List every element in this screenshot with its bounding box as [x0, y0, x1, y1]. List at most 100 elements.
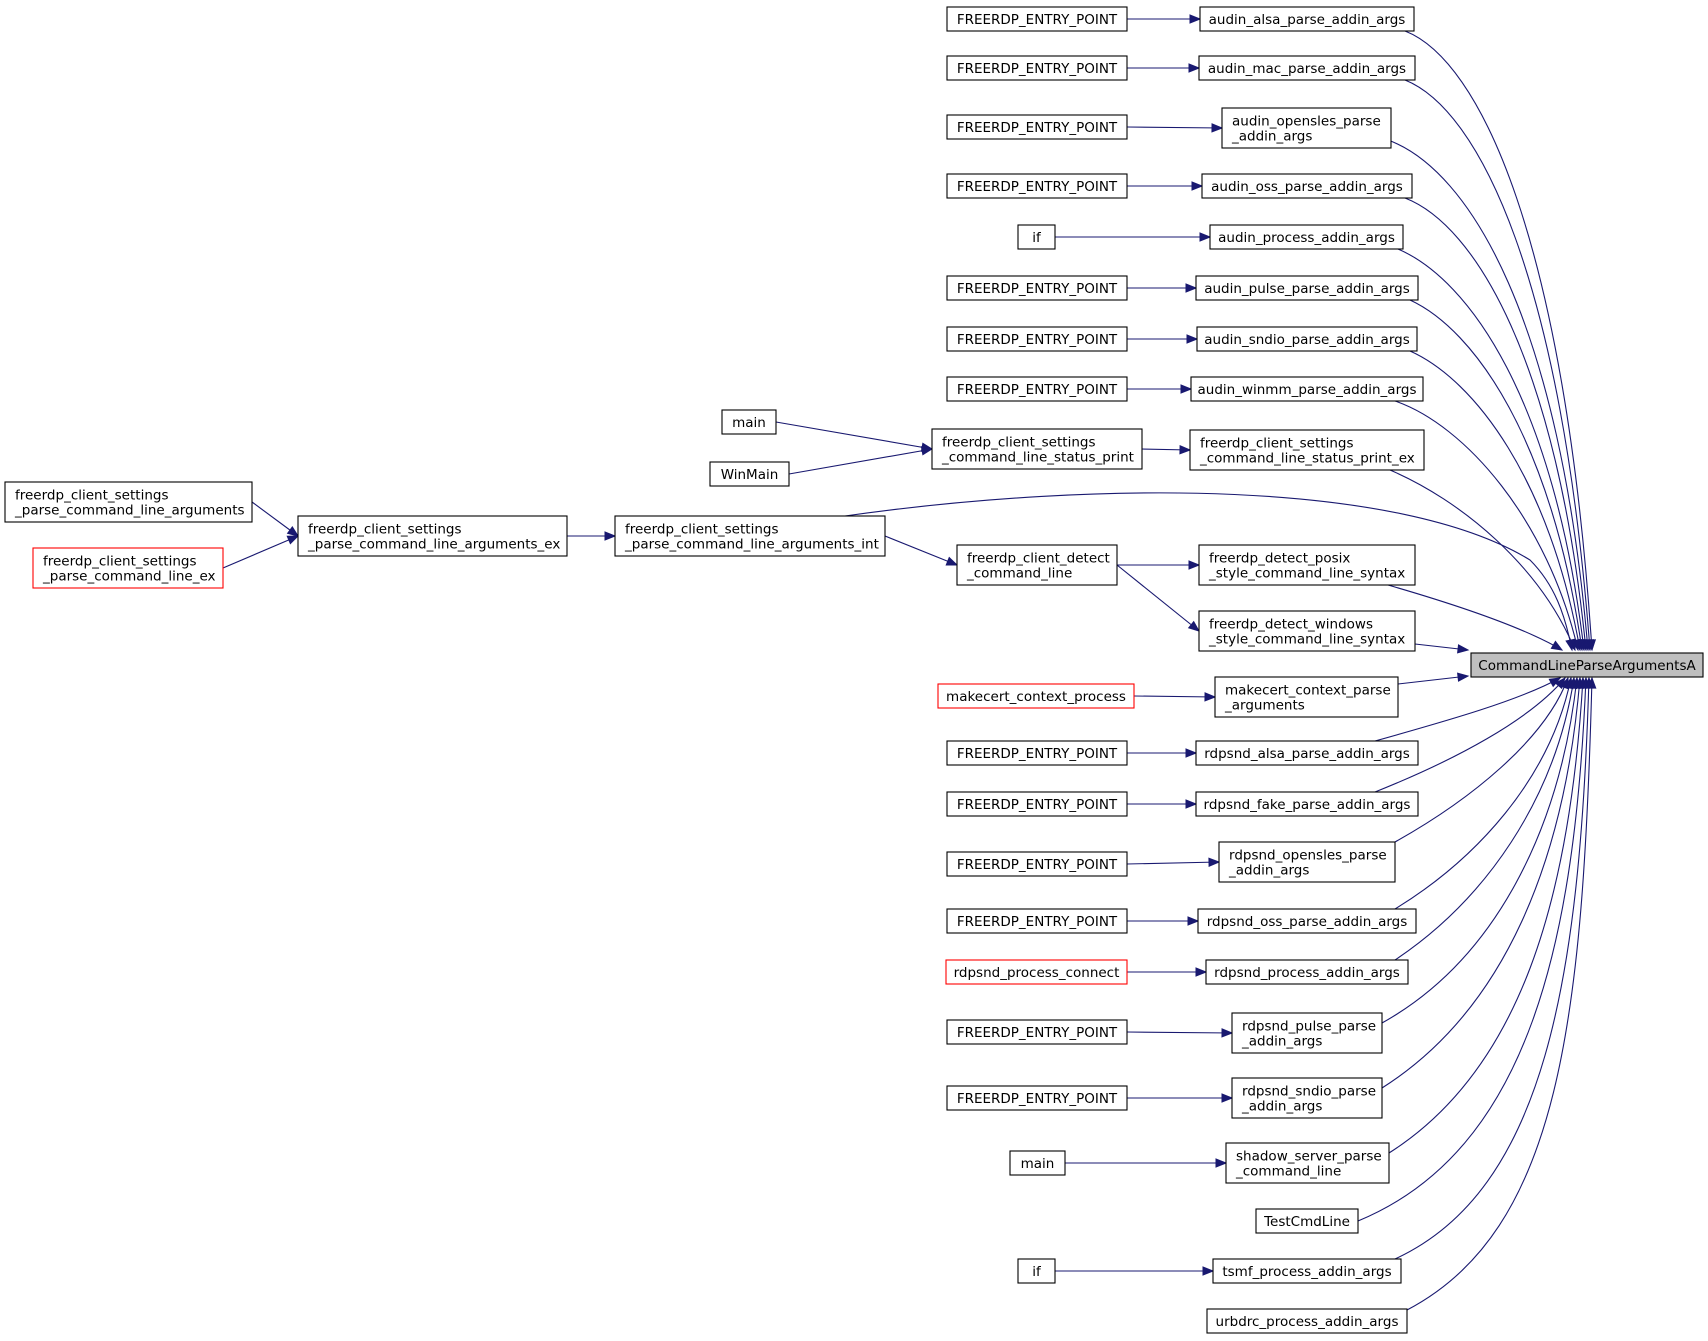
node-alsa[interactable]: audin_alsa_parse_addin_args	[1199, 6, 1415, 32]
node-box	[946, 275, 1128, 301]
node-ep10[interactable]: FREERDP_ENTRY_POINT	[946, 851, 1128, 877]
edges-layer	[222, 14, 1597, 1311]
node-ropensles[interactable]: rdpsnd_opensles_parse_addin_args	[1218, 841, 1396, 883]
node-box	[946, 55, 1128, 81]
node-ep2[interactable]: FREERDP_ENTRY_POINT	[946, 55, 1128, 81]
node-rconnect[interactable]: rdpsnd_process_connect	[945, 959, 1128, 985]
edge-ep10-to-ropensles	[1126, 861, 1220, 865]
edge-winmain-to-statusprint	[788, 448, 933, 475]
node-ep1[interactable]: FREERDP_ENTRY_POINT	[946, 6, 1128, 32]
node-box	[709, 461, 790, 487]
node-ep13[interactable]: FREERDP_ENTRY_POINT	[946, 1085, 1128, 1111]
node-box	[946, 6, 1128, 32]
node-sndio[interactable]: audin_sndio_parse_addin_args	[1196, 326, 1418, 352]
node-posix[interactable]: freerdp_detect_posix_style_command_line_…	[1198, 544, 1416, 586]
node-box	[614, 515, 886, 557]
node-main1[interactable]: main	[721, 409, 777, 435]
node-label: _parse_command_line_arguments	[14, 503, 245, 519]
node-label: _command_line	[1235, 1164, 1341, 1180]
node-ep4[interactable]: FREERDP_ENTRY_POINT	[946, 173, 1128, 199]
node-statusex[interactable]: freerdp_client_settings_command_line_sta…	[1189, 429, 1425, 471]
node-label: audin_process_addin_args	[1218, 230, 1395, 246]
edge-detect-to-windows	[1116, 564, 1200, 632]
edge-args-to-argsex-arrowhead	[286, 525, 300, 537]
node-label: _parse_command_line_ex	[42, 569, 216, 585]
node-windows[interactable]: freerdp_detect_windows_style_command_lin…	[1198, 610, 1416, 652]
node-box	[1197, 908, 1417, 934]
node-ep6[interactable]: FREERDP_ENTRY_POINT	[946, 326, 1128, 352]
node-lineex[interactable]: freerdp_client_settings_parse_command_li…	[32, 547, 224, 589]
node-makecert[interactable]: makecert_context_parse_arguments	[1214, 676, 1399, 718]
node-if2[interactable]: if	[1017, 1258, 1056, 1284]
node-if1[interactable]: if	[1017, 224, 1056, 250]
node-statusprint[interactable]: freerdp_client_settings_command_line_sta…	[931, 428, 1143, 470]
node-urbdrc[interactable]: urbdrc_process_addin_args	[1206, 1308, 1408, 1334]
edge-winmm-to-focus	[1394, 400, 1579, 651]
node-label: freerdp_client_settings	[43, 554, 196, 570]
edge-rprocess-to-focus	[1394, 677, 1575, 961]
node-label: audin_sndio_parse_addin_args	[1204, 332, 1410, 348]
node-label: FREERDP_ENTRY_POINT	[957, 914, 1118, 930]
node-ep8[interactable]: FREERDP_ENTRY_POINT	[946, 740, 1128, 766]
node-rfake[interactable]: rdpsnd_fake_parse_addin_args	[1195, 791, 1419, 817]
node-box	[937, 683, 1135, 709]
node-label: CommandLineParseArgumentsA	[1478, 658, 1696, 674]
node-label: _addin_args	[1241, 1099, 1322, 1115]
edge-ep12-to-rpulse	[1126, 1031, 1233, 1034]
edge-ropensles-to-focus	[1394, 677, 1569, 843]
node-process[interactable]: audin_process_addin_args	[1209, 224, 1404, 250]
edge-rpulse-to-focus	[1381, 677, 1578, 1024]
node-box	[946, 326, 1128, 352]
node-winmm[interactable]: audin_winmm_parse_addin_args	[1190, 376, 1424, 402]
node-box	[946, 1019, 1128, 1045]
node-makecertproc[interactable]: makecert_context_process	[937, 683, 1135, 709]
edge-detect-to-posix-arrowhead	[1188, 560, 1201, 570]
node-label: _addin_args	[1231, 129, 1312, 145]
node-rpulse[interactable]: rdpsnd_pulse_parse_addin_args	[1231, 1012, 1383, 1054]
node-ep3[interactable]: FREERDP_ENTRY_POINT	[946, 114, 1128, 140]
node-ep9[interactable]: FREERDP_ENTRY_POINT	[946, 791, 1128, 817]
node-label: audin_pulse_parse_addin_args	[1204, 281, 1410, 297]
node-mac[interactable]: audin_mac_parse_addin_args	[1198, 55, 1416, 81]
edge-rsndio-to-focus	[1381, 677, 1581, 1089]
edge-windows-to-focus-arrowhead	[1457, 644, 1470, 654]
node-label: tsmf_process_addin_args	[1222, 1264, 1391, 1280]
node-label: _command_line_status_print	[941, 450, 1134, 466]
node-box	[1231, 1077, 1383, 1119]
node-label: FREERDP_ENTRY_POINT	[957, 120, 1118, 136]
node-ep11[interactable]: FREERDP_ENTRY_POINT	[946, 908, 1128, 934]
node-argsint[interactable]: freerdp_client_settings_parse_command_li…	[614, 515, 886, 557]
node-box	[1196, 326, 1418, 352]
node-pulse[interactable]: audin_pulse_parse_addin_args	[1195, 275, 1419, 301]
node-label: FREERDP_ENTRY_POINT	[957, 1091, 1118, 1107]
node-tsmf[interactable]: tsmf_process_addin_args	[1212, 1258, 1402, 1284]
node-ep12[interactable]: FREERDP_ENTRY_POINT	[946, 1019, 1128, 1045]
node-rprocess[interactable]: rdpsnd_process_addin_args	[1205, 959, 1409, 985]
node-shadow[interactable]: shadow_server_parse_command_line	[1225, 1142, 1390, 1184]
node-label: _parse_command_line_arguments_int	[624, 537, 879, 553]
node-main2[interactable]: main	[1009, 1150, 1066, 1176]
edge-makecertproc-to-makecert	[1133, 695, 1216, 698]
edge-lineex-to-argsex	[222, 535, 299, 569]
node-oss[interactable]: audin_oss_parse_addin_args	[1201, 173, 1413, 199]
node-label: WinMain	[721, 467, 779, 483]
node-ross[interactable]: rdpsnd_oss_parse_addin_args	[1197, 908, 1417, 934]
node-label: TestCmdLine	[1263, 1214, 1350, 1230]
node-detect[interactable]: freerdp_client_detect_command_line	[956, 544, 1118, 586]
node-opensles[interactable]: audin_opensles_parse_addin_args	[1221, 107, 1392, 149]
node-box	[1199, 6, 1415, 32]
node-rsndio[interactable]: rdpsnd_sndio_parse_addin_args	[1231, 1077, 1383, 1119]
node-label: main	[732, 415, 766, 431]
node-args[interactable]: freerdp_client_settings_parse_command_li…	[4, 481, 253, 523]
node-box	[945, 959, 1128, 985]
node-winmain[interactable]: WinMain	[709, 461, 790, 487]
edge-rconnect-to-rprocess-arrowhead	[1195, 967, 1208, 977]
node-testcmd[interactable]: TestCmdLine	[1255, 1208, 1359, 1234]
edge-rfake-to-focus	[1374, 677, 1566, 793]
node-ralsa[interactable]: rdpsnd_alsa_parse_addin_args	[1195, 740, 1419, 766]
node-ep7[interactable]: FREERDP_ENTRY_POINT	[946, 376, 1128, 402]
node-box	[1214, 676, 1399, 718]
node-ep5[interactable]: FREERDP_ENTRY_POINT	[946, 275, 1128, 301]
node-argsex[interactable]: freerdp_client_settings_parse_command_li…	[297, 515, 568, 557]
